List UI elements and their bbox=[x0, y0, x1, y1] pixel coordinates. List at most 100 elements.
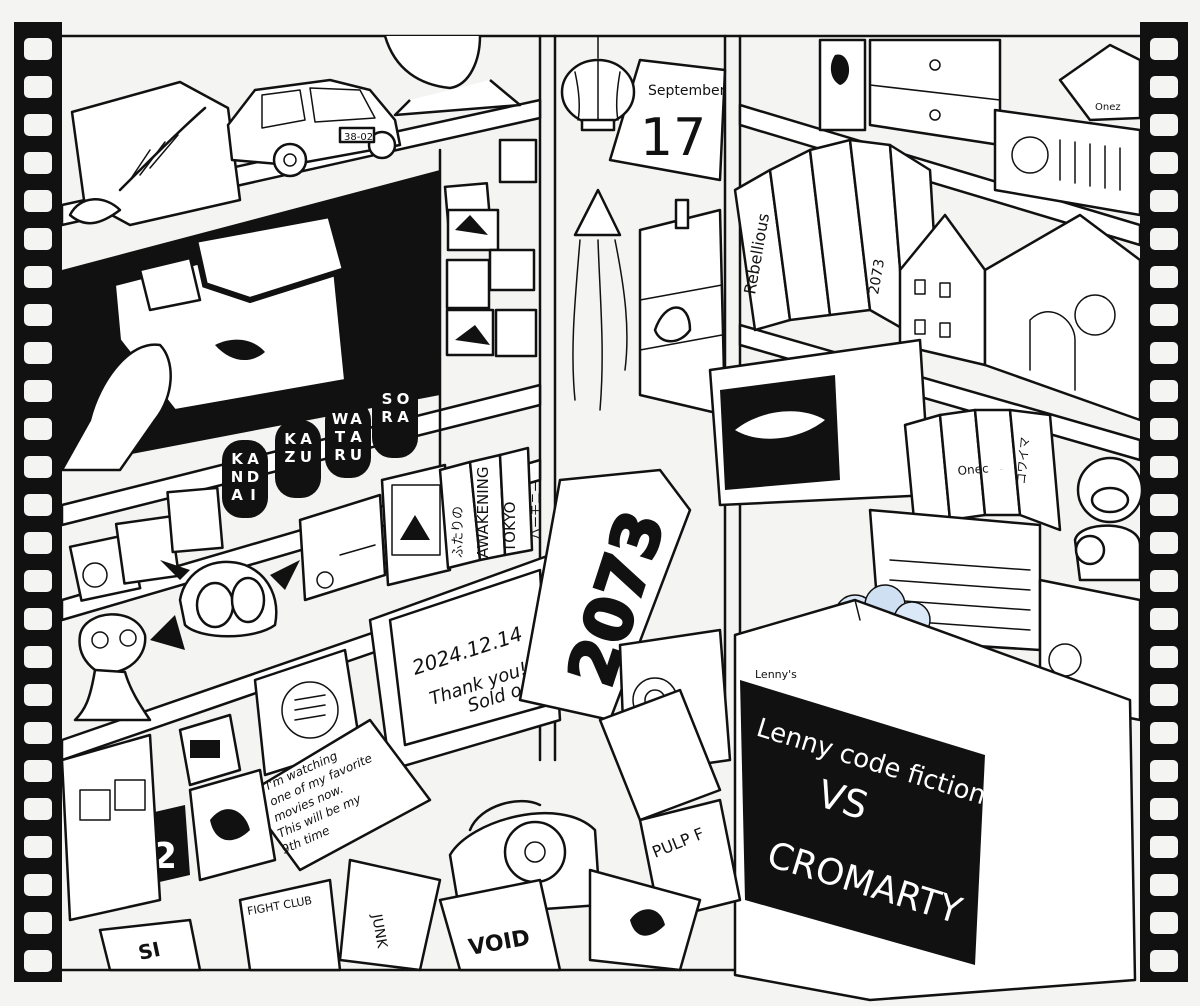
film-perforation bbox=[1150, 950, 1178, 972]
film-perforation bbox=[24, 304, 52, 326]
scattered-posters: PULP F FIGHT CLUB JUNK VOID SI bbox=[98, 688, 742, 972]
calendar-month: September bbox=[648, 83, 726, 99]
film-perforation bbox=[24, 342, 52, 364]
film-perforation bbox=[1150, 38, 1178, 60]
head-bust bbox=[383, 35, 522, 117]
paper-lantern bbox=[560, 35, 636, 132]
film-perforation bbox=[1150, 684, 1178, 706]
film-perforation bbox=[24, 722, 52, 744]
poster-sunglasses-face bbox=[60, 170, 440, 472]
film-perforation bbox=[24, 950, 52, 972]
name-cutout-bg bbox=[372, 380, 418, 458]
calendar-day: 17 bbox=[640, 108, 706, 168]
name-cutout-bg bbox=[222, 440, 268, 518]
wall-shelf bbox=[638, 198, 727, 417]
name-cutout-bg bbox=[325, 400, 371, 478]
film-perforation bbox=[24, 684, 52, 706]
left-bottom-equipment bbox=[60, 733, 277, 922]
film-perforation bbox=[1150, 646, 1178, 668]
spine-small-b: ふたりの bbox=[451, 506, 466, 558]
tv-owner: Lenny's bbox=[755, 668, 797, 681]
house-model bbox=[898, 213, 1142, 422]
devil-toy bbox=[73, 613, 152, 722]
monkey-toy bbox=[1073, 456, 1144, 582]
toy-car: 38-02 bbox=[226, 78, 402, 178]
film-perforation bbox=[24, 646, 52, 668]
film-perforation bbox=[24, 266, 52, 288]
film-perforation bbox=[24, 570, 52, 592]
poster-2073: 2073 bbox=[518, 468, 692, 722]
car-plate: 38-02 bbox=[344, 132, 373, 143]
film-perforation bbox=[24, 608, 52, 630]
film-strip-right bbox=[1140, 22, 1188, 982]
spine-one: Onec bbox=[957, 461, 989, 478]
cassette-deck bbox=[993, 108, 1142, 217]
hanging-plant bbox=[572, 188, 628, 411]
film-perforation bbox=[1150, 342, 1178, 364]
film-perforation bbox=[24, 836, 52, 858]
film-perforation bbox=[1150, 76, 1178, 98]
film-perforation bbox=[24, 532, 52, 554]
film-perforation bbox=[24, 380, 52, 402]
spine-coffret: コワイマ bbox=[1014, 436, 1032, 485]
tag-si: SI bbox=[136, 937, 162, 965]
film-perforation bbox=[1150, 494, 1178, 516]
film-perforation bbox=[24, 874, 52, 896]
film-perforation bbox=[1150, 722, 1178, 744]
book-row-lower-right: Onec コワイマ bbox=[903, 408, 1062, 532]
film-perforation bbox=[1150, 190, 1178, 212]
film-perforation bbox=[1150, 912, 1178, 934]
film-perforation bbox=[1150, 760, 1178, 782]
frame-label: Onez bbox=[1095, 102, 1121, 113]
film-perforation bbox=[24, 228, 52, 250]
film-perforation bbox=[24, 418, 52, 440]
framed-photo bbox=[380, 463, 452, 587]
small-frame: Onez bbox=[1058, 43, 1142, 122]
spine-jp: ハーモニー bbox=[529, 480, 543, 540]
radio-small bbox=[298, 493, 387, 602]
film-perforation bbox=[1150, 570, 1178, 592]
film-perforation bbox=[1150, 608, 1178, 630]
spine-2073: 2073 bbox=[866, 258, 888, 296]
film-perforation bbox=[24, 152, 52, 174]
film-perforation bbox=[24, 760, 52, 782]
film-perforation bbox=[24, 494, 52, 516]
film-perforation bbox=[1150, 874, 1178, 896]
film-strip-left bbox=[14, 22, 62, 982]
film-perforation bbox=[1150, 228, 1178, 250]
film-perforation bbox=[1150, 304, 1178, 326]
photo-collage bbox=[443, 138, 538, 358]
film-perforation bbox=[24, 456, 52, 478]
spine-awakening: AWAKENING bbox=[474, 466, 492, 558]
book-row-left: AWAKENING TOKYO ふたりの ハーモニー bbox=[438, 446, 543, 570]
quill-box bbox=[68, 80, 242, 227]
film-perforation bbox=[1150, 798, 1178, 820]
film-perforation bbox=[1150, 456, 1178, 478]
film-perforation bbox=[1150, 418, 1178, 440]
crt-monitor-right bbox=[708, 338, 932, 507]
drawer-cabinet bbox=[818, 38, 1002, 147]
devil-mascot bbox=[150, 560, 300, 650]
shelf-box-label: Onec bbox=[1000, 469, 1003, 471]
shelf-cards bbox=[68, 486, 224, 602]
film-perforation bbox=[1150, 380, 1178, 402]
film-perforation bbox=[24, 114, 52, 136]
film-perforation bbox=[24, 38, 52, 60]
tag-junk: JUNK bbox=[368, 912, 390, 950]
film-perforation bbox=[24, 190, 52, 212]
film-perforation bbox=[1150, 152, 1178, 174]
spine-tokyo: TOKYO bbox=[501, 502, 519, 553]
main-tv: Lenny's Lenny code fiction VS CROMARTY bbox=[733, 598, 1137, 1002]
wall-calendar: September 17 bbox=[608, 58, 727, 182]
film-perforation bbox=[24, 76, 52, 98]
tv-thank-you: 2024.12.14 Thank you! Sold out! bbox=[368, 553, 562, 772]
film-perforation bbox=[1150, 532, 1178, 554]
film-perforation bbox=[1150, 266, 1178, 288]
